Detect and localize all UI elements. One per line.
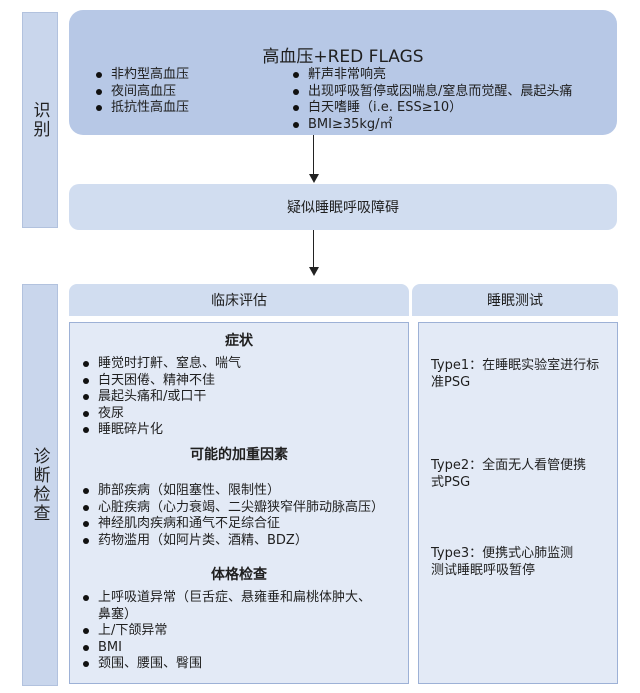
arrow-head-2: [309, 267, 319, 276]
aggravating-factors-heading: 可能的加重因素: [190, 447, 288, 463]
list-item: BMI≥35kg/㎡: [288, 117, 572, 134]
list-item: 白天困倦、精神不佳: [78, 373, 241, 390]
diagnose-label-text: 诊断检查: [29, 447, 50, 523]
hypertension-type-list: 非杓型高血压 夜间高血压 抵抗性高血压: [91, 67, 189, 117]
list-item: 药物滥用（如阿片类、酒精、BDZ）: [78, 533, 384, 550]
symptoms-list: 睡觉时打鼾、窒息、喘气 白天困倦、精神不佳 晨起头痛和/或口干 夜尿 睡眠碎片化: [78, 356, 241, 439]
sleep-test-box: Type1：在睡眠实验室进行标 准PSG Type2：全面无人看管便携 式PSG…: [418, 322, 618, 684]
arrow-head-1: [309, 174, 319, 183]
physical-exam-list: 上呼吸道异常（巨舌症、悬雍垂和扁桃体肿大、 鼻塞） 上/下颌异常 BMI 颈围、…: [78, 590, 371, 673]
list-item: 夜尿: [78, 406, 241, 423]
suspected-sdb-text: 疑似睡眠呼吸障碍: [287, 200, 399, 216]
list-item: 夜间高血压: [91, 84, 189, 101]
list-item: 出现呼吸暂停或因喘息/窒息而觉醒、晨起头痛: [288, 84, 572, 101]
diagnose-label: 诊断检查: [22, 284, 58, 686]
arrow-connector-1: [313, 135, 314, 174]
symptoms-heading: 症状: [225, 333, 253, 349]
sleep-test-title: 睡眠测试: [487, 293, 543, 309]
exam-line-1: 上呼吸道异常（巨舌症、悬雍垂和扁桃体肿大、: [98, 590, 372, 605]
list-item: BMI: [78, 640, 371, 657]
physical-exam-heading: 体格检查: [211, 567, 267, 583]
type1-line1: Type1：在睡眠实验室进行标: [431, 358, 600, 373]
type2-line1: Type2：全面无人看管便携: [431, 458, 587, 473]
list-item: 晨起头痛和/或口干: [78, 389, 241, 406]
type1-line2: 准PSG: [431, 375, 471, 390]
list-item: 上呼吸道异常（巨舌症、悬雍垂和扁桃体肿大、 鼻塞）: [78, 590, 371, 623]
sleep-test-header: 睡眠测试: [412, 284, 618, 316]
red-flags-list: 鼾声非常响亮 出现呼吸暂停或因喘息/窒息而觉醒、晨起头痛 白天嗜睡（i.e. E…: [288, 67, 572, 133]
clinical-eval-box: 症状 睡觉时打鼾、窒息、喘气 白天困倦、精神不佳 晨起头痛和/或口干 夜尿 睡眠…: [69, 322, 409, 684]
list-item: 抵抗性高血压: [91, 100, 189, 117]
list-item: 非杓型高血压: [91, 67, 189, 84]
list-item: 睡眠碎片化: [78, 422, 241, 439]
sleep-test-type1: Type1：在睡眠实验室进行标 准PSG: [431, 357, 599, 391]
list-item: 颈围、腰围、臀围: [78, 656, 371, 673]
list-item: 睡觉时打鼾、窒息、喘气: [78, 356, 241, 373]
suspected-sdb-box: 疑似睡眠呼吸障碍: [69, 184, 617, 230]
list-item: 白天嗜睡（i.e. ESS≥10）: [288, 100, 572, 117]
list-item: 肺部疾病（如阻塞性、限制性）: [78, 483, 384, 500]
clinical-eval-title: 临床评估: [211, 293, 267, 309]
identify-label: 识别: [22, 12, 58, 228]
arrow-connector-2: [313, 230, 314, 267]
sleep-test-type2: Type2：全面无人看管便携 式PSG: [431, 457, 586, 491]
red-flags-title: 高血压+RED FLAGS: [262, 47, 424, 67]
red-flags-box: 高血压+RED FLAGS 非杓型高血压 夜间高血压 抵抗性高血压 鼾声非常响亮…: [69, 10, 617, 135]
identify-label-text: 识别: [29, 101, 50, 139]
exam-line-2: 鼻塞）: [98, 606, 138, 622]
list-item: 神经肌肉疾病和通气不足综合征: [78, 516, 384, 533]
type2-line2: 式PSG: [431, 475, 471, 490]
aggravating-factors-list: 肺部疾病（如阻塞性、限制性） 心脏疾病（心力衰竭、二尖瓣狭窄伴肺动脉高压） 神经…: [78, 483, 384, 549]
list-item: 鼾声非常响亮: [288, 67, 572, 84]
list-item: 上/下颌异常: [78, 623, 371, 640]
type3-line2: 测试睡眠呼吸暂停: [431, 563, 536, 578]
clinical-eval-header: 临床评估: [69, 284, 409, 316]
sleep-test-type3: Type3：便携式心肺监测 测试睡眠呼吸暂停: [431, 545, 573, 579]
list-item: 心脏疾病（心力衰竭、二尖瓣狭窄伴肺动脉高压）: [78, 500, 384, 517]
type3-line1: Type3：便携式心肺监测: [431, 546, 574, 561]
